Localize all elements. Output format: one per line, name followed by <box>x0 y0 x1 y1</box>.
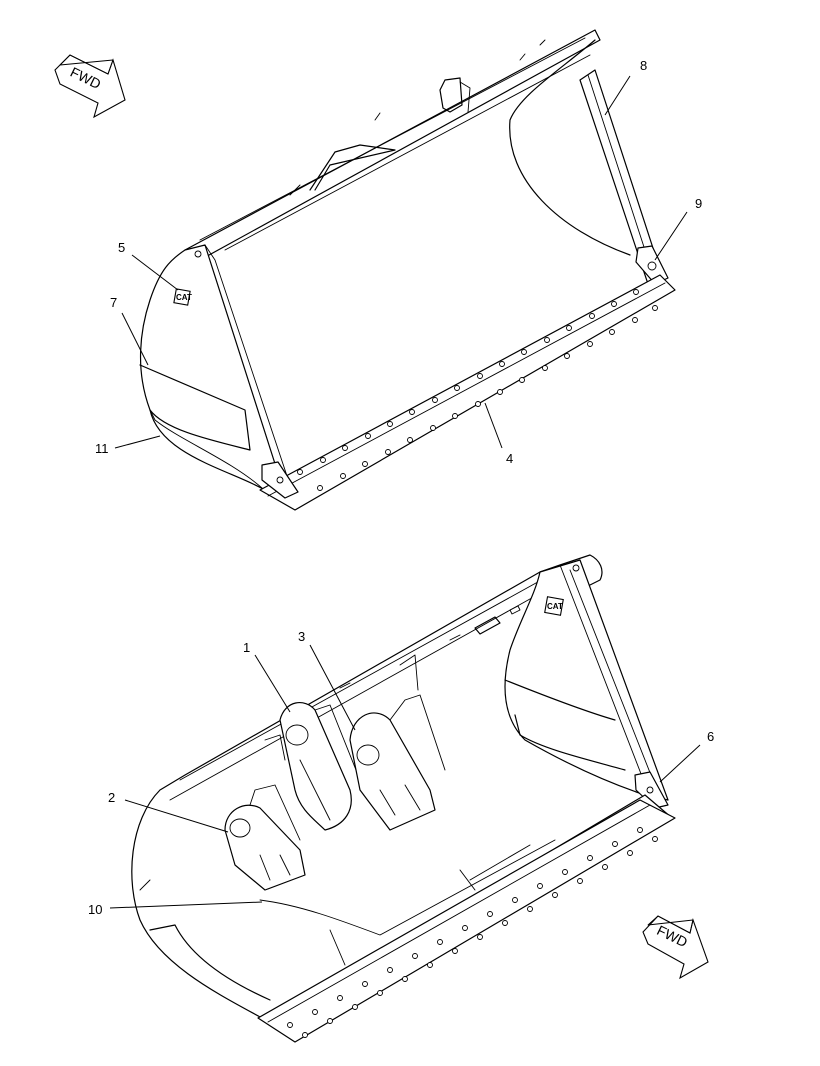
hinge-bracket-left <box>224 784 306 891</box>
top-bucket-view: FWD CAT <box>54 29 702 511</box>
cat-logo-bottom-icon <box>544 596 564 616</box>
fwd-arrow-top-icon: FWD <box>54 54 126 119</box>
callout-10: 10 <box>88 902 102 917</box>
callout-11: 11 <box>95 441 109 456</box>
cat-logo-bottom: CAT <box>547 602 563 611</box>
callout-7: 7 <box>110 295 117 310</box>
hinge-bracket-center <box>264 702 361 831</box>
hinge-bracket-right <box>349 654 446 831</box>
cat-logo-top-icon <box>173 288 191 306</box>
callout-2: 2 <box>108 790 115 805</box>
callout-8: 8 <box>640 58 647 73</box>
cutting-edge-holes-top <box>297 289 658 491</box>
callout-9: 9 <box>695 196 702 211</box>
cutting-edge-holes-bottom <box>287 827 658 1038</box>
callout-4: 4 <box>506 451 513 466</box>
cat-logo-top: CAT <box>176 293 192 302</box>
callout-5: 5 <box>118 240 125 255</box>
callout-6: 6 <box>707 729 714 744</box>
callout-1: 1 <box>243 640 250 655</box>
fwd-arrow-bottom-icon: FWD <box>642 915 709 980</box>
callout-3: 3 <box>298 629 305 644</box>
bottom-bucket-view: CAT <box>88 554 714 1043</box>
